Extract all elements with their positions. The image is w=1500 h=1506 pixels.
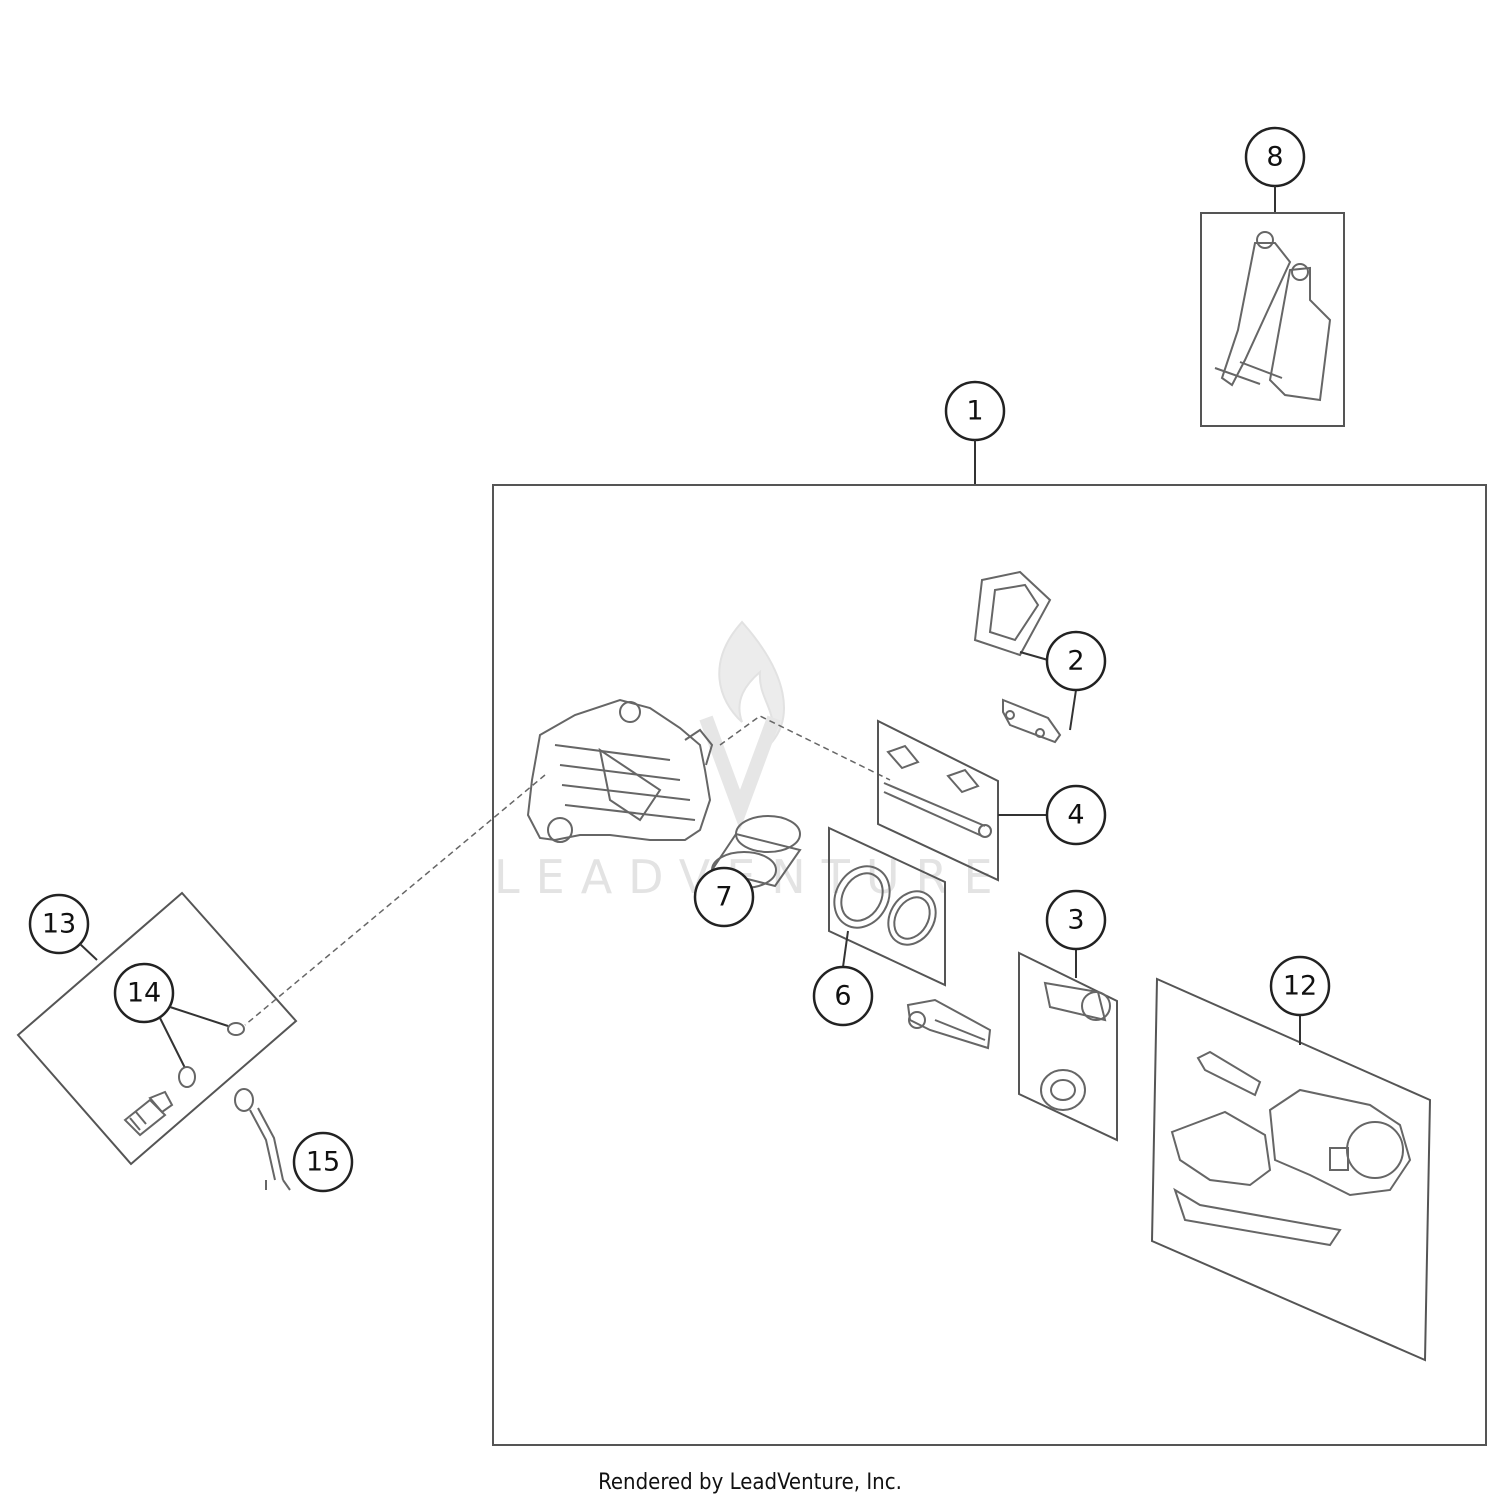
callout-13[interactable]: 13 xyxy=(28,893,90,955)
part-3-box xyxy=(1018,951,1118,1142)
watermark-flame-icon xyxy=(718,620,785,746)
callout-14-number: 14 xyxy=(127,978,161,1009)
callout-12-number: 12 xyxy=(1283,971,1317,1002)
callout-6-number: 6 xyxy=(834,981,851,1012)
part-8-box xyxy=(1200,212,1345,427)
callout-15-number: 15 xyxy=(306,1147,340,1178)
part-slide-pin xyxy=(906,998,992,1050)
part-13-bleeder-screw xyxy=(123,1090,174,1137)
footer-credit: Rendered by LeadVenture, Inc. xyxy=(598,1470,902,1495)
part-6-box xyxy=(828,826,946,987)
leader-2 xyxy=(1019,651,1049,661)
part-8-brake-pads xyxy=(1214,231,1332,402)
callout-2-number: 2 xyxy=(1067,646,1084,677)
callout-12[interactable]: 12 xyxy=(1269,955,1331,1017)
callout-1[interactable]: 1 xyxy=(944,380,1006,442)
callout-1-number: 1 xyxy=(966,396,983,427)
callout-6[interactable]: 6 xyxy=(812,965,874,1027)
callout-8-number: 8 xyxy=(1266,142,1283,173)
callout-4-number: 4 xyxy=(1067,800,1084,831)
callout-3[interactable]: 3 xyxy=(1045,889,1107,951)
callout-4[interactable]: 4 xyxy=(1045,784,1107,846)
part-6-seals xyxy=(833,865,937,946)
part-1-caliper-body xyxy=(526,698,714,843)
leader-6 xyxy=(842,930,849,968)
callout-7[interactable]: 7 xyxy=(693,866,755,928)
leader-14b xyxy=(159,1017,186,1069)
callout-14[interactable]: 14 xyxy=(113,962,175,1024)
part-1-box xyxy=(492,484,1487,1446)
part-2-pad-spring xyxy=(973,570,1062,744)
part-4-pins xyxy=(883,744,992,838)
leader-13 xyxy=(79,943,98,961)
part-4-box xyxy=(877,719,999,882)
leader-14a xyxy=(169,1006,229,1027)
callout-8[interactable]: 8 xyxy=(1244,126,1306,188)
callout-3-number: 3 xyxy=(1067,905,1084,936)
callout-13-number: 13 xyxy=(42,909,76,940)
part-12-carrier xyxy=(1170,1050,1412,1247)
watermark-chevron-icon xyxy=(699,715,781,831)
connector-caliper-to-washer xyxy=(244,774,546,1026)
callout-7-number: 7 xyxy=(715,882,732,913)
callout-2[interactable]: 2 xyxy=(1045,630,1107,692)
callout-15[interactable]: 15 xyxy=(292,1131,354,1193)
connector-caliper-to-pins xyxy=(719,715,891,781)
leader-2b xyxy=(1069,689,1077,731)
part-3-bushings xyxy=(1040,981,1111,1111)
part-13-box xyxy=(16,891,298,1166)
part-12-box xyxy=(1150,977,1432,1362)
watermark: LEADVENTURE xyxy=(494,620,993,904)
part-14-washers xyxy=(178,1022,245,1088)
part-15-hose xyxy=(234,1088,291,1191)
